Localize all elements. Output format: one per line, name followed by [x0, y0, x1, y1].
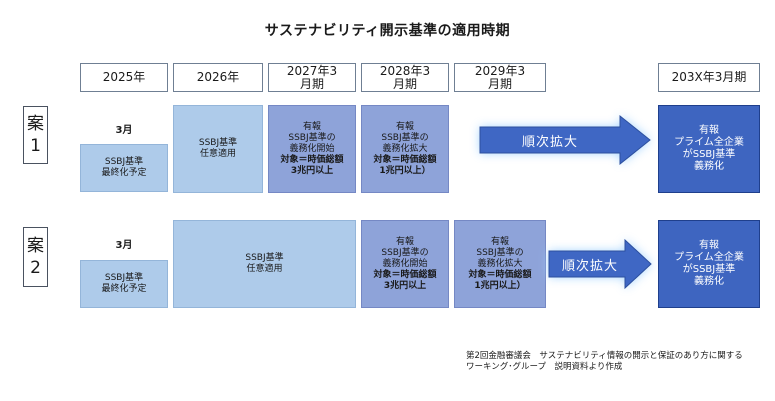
row2-box-2025-line2: 最終化予定 [101, 284, 147, 294]
row2-box-2028-line5: 3兆円以上 [383, 280, 427, 291]
header-2027: 2027年3月期 [268, 63, 356, 92]
row2-box-final: 有報 プライム全企業 がSSBJ基準 義務化 [658, 220, 760, 308]
row1-arrow-label: 順次拡大 [521, 134, 578, 150]
row1-box-2028-line2: SSBJ基準の [381, 132, 429, 143]
row1-box-final-line1: 有報 [699, 125, 719, 136]
row-label-plan-2-bottom: 2 [30, 258, 41, 278]
row2-box-2029-line1: 有報 [490, 236, 509, 247]
row2-box-final-line3: がSSBJ基準 [682, 264, 736, 275]
row1-box-2028-line5: 1兆円以上） [379, 165, 431, 176]
row-label-plan-2-top: 案 [27, 236, 44, 256]
header-2028: 2028年3月期 [361, 63, 449, 92]
row1-box-2027-line2: SSBJ基準の [288, 132, 336, 143]
row-label-plan-2: 案 2 [23, 227, 48, 287]
diagram-title: サステナビリティ開示基準の適用時期 [264, 23, 511, 39]
row1-box-final-line3: がSSBJ基準 [682, 149, 736, 160]
row1-box-2027-line5: 3兆円以上 [290, 165, 334, 176]
row1-box-final: 有報 プライム全企業 がSSBJ基準 義務化 [658, 105, 760, 193]
row1-box-2025-line1: SSBJ基準 [104, 157, 144, 167]
row1-box-2025-line2: 最終化予定 [101, 168, 147, 178]
row-label-plan-1-top: 案 [27, 114, 44, 134]
row1-box-2028-line3: 義務化拡大 [382, 143, 428, 154]
row2-box-final-line4: 義務化 [694, 276, 724, 287]
row1-box-2025: SSBJ基準 最終化予定 [80, 144, 168, 192]
row-label-plan-1: 案 1 [23, 106, 48, 164]
row1-box-2026: SSBJ基準 任意適用 [173, 105, 263, 193]
row1-month-label: 3月 [115, 125, 133, 136]
row2-box-2026-line1: SSBJ基準 [245, 253, 284, 263]
header-2028-text: 2028年3月期 [379, 63, 431, 91]
header-2027-text: 2027年3月期 [286, 63, 338, 91]
row1-box-2028-line1: 有報 [395, 121, 414, 132]
row2-box-2028-line2: SSBJ基準の [381, 247, 429, 258]
row1-box-2026-line1: SSBJ基準 [198, 138, 238, 148]
row2-box-2028-line3: 義務化開始 [382, 258, 428, 269]
row1-box-2027: 有報 SSBJ基準の 義務化開始 対象＝時価総額 3兆円以上 [268, 105, 356, 193]
row2-box-2028: 有報 SSBJ基準の 義務化開始 対象＝時価総額 3兆円以上 [361, 220, 449, 308]
header-2029-text: 2029年3月期 [474, 63, 526, 91]
header-2026: 2026年 [173, 63, 263, 92]
row2-arrow-label: 順次拡大 [561, 258, 618, 274]
row1-box-2026-line2: 任意適用 [199, 149, 236, 159]
row1-box-2027-line4: 対象＝時価総額 [280, 154, 344, 165]
row2-month-label: 3月 [115, 240, 133, 251]
row2-box-2025-line1: SSBJ基準 [104, 273, 144, 283]
source-note-line2: ワーキング･グループ 説明資料より作成 [466, 362, 623, 372]
header-2029: 2029年3月期 [454, 63, 546, 92]
row1-box-2028-line4: 対象＝時価総額 [373, 154, 437, 165]
row2-box-2026-2027: SSBJ基準 任意適用 [173, 220, 356, 308]
row2-box-2029-line4: 対象＝時価総額 [468, 269, 532, 280]
source-note: 第2回金融審議会 サステナビリティ情報の開示と保証のあり方に関する ワーキング･… [466, 351, 766, 373]
row2-box-2029-line3: 義務化拡大 [477, 258, 523, 269]
row1-box-2028: 有報 SSBJ基準の 義務化拡大 対象＝時価総額 1兆円以上） [361, 105, 449, 193]
row2-box-2028-line4: 対象＝時価総額 [373, 269, 437, 280]
row2-box-final-line1: 有報 [699, 240, 719, 251]
row-label-plan-1-bottom: 1 [30, 136, 41, 156]
row2-box-2029-line5: 1兆円以上） [474, 280, 526, 291]
header-2025: 2025年 [80, 63, 168, 92]
source-note-line1: 第2回金融審議会 サステナビリティ情報の開示と保証のあり方に関する [466, 351, 743, 361]
row2-box-2028-line1: 有報 [395, 236, 414, 247]
header-203x: 203X年3月期 [658, 63, 760, 92]
row1-box-final-line4: 義務化 [694, 161, 724, 172]
row2-box-2029: 有報 SSBJ基準の 義務化拡大 対象＝時価総額 1兆円以上） [454, 220, 546, 308]
row1-box-2027-line1: 有報 [302, 121, 321, 132]
row2-box-2025: SSBJ基準 最終化予定 [80, 260, 168, 308]
row2-box-2029-line2: SSBJ基準の [476, 247, 524, 258]
row2-box-final-line2: プライム全企業 [674, 252, 744, 263]
row2-box-2026-line2: 任意適用 [246, 264, 283, 274]
row1-box-2027-line3: 義務化開始 [289, 143, 335, 154]
row1-box-final-line2: プライム全企業 [674, 137, 744, 148]
